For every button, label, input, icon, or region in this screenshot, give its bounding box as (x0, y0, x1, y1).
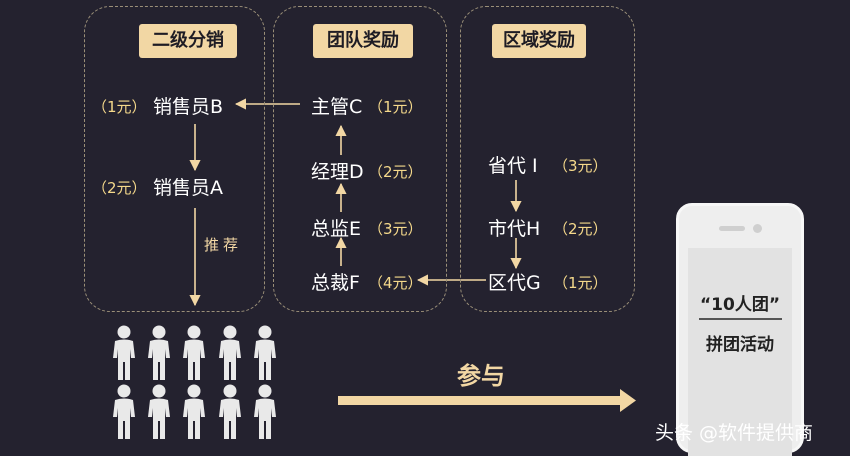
person-icon (218, 325, 242, 381)
node-city-h: 市代H (488, 218, 541, 240)
amount-h: （2元） (553, 220, 608, 238)
person-icon (218, 384, 242, 440)
panel-region-reward (460, 6, 635, 312)
node-director-e: 总监E (311, 218, 362, 240)
person-icon (253, 384, 277, 440)
node-manager-d: 经理D (311, 161, 364, 183)
amount-c: （1元） (368, 98, 423, 116)
person-icon (253, 325, 277, 381)
phone-text-divider (699, 318, 782, 320)
phone-speaker (719, 226, 745, 231)
join-arrow-shaft (338, 396, 622, 405)
phone-icon (676, 203, 804, 456)
amount-e: （3元） (368, 220, 423, 238)
node-province-i: 省代 I (488, 155, 538, 177)
person-icon (112, 325, 136, 381)
person-icon (112, 384, 136, 440)
person-icon (147, 384, 171, 440)
panel-team-reward (273, 6, 447, 312)
node-district-g: 区代G (488, 272, 541, 294)
node-salesperson-b: 销售员B (153, 96, 224, 118)
person-icon (182, 325, 206, 381)
group-size-text: “10人团” (699, 295, 780, 315)
tag-region: 区域奖励 (492, 24, 586, 58)
group-buy-text: 拼团活动 (706, 335, 774, 355)
node-ceo-f: 总裁F (311, 272, 360, 294)
phone-text-layer: “10人团” 拼团活动 (676, 0, 804, 455)
phone-camera (753, 224, 762, 233)
amount-i: （3元） (553, 157, 608, 175)
amount-b: （1元） (92, 98, 147, 116)
watermark: 头条 @软件提供商 (655, 422, 814, 444)
tag-team: 团队奖励 (313, 24, 413, 58)
amount-g: （1元） (553, 274, 608, 292)
join-label: 参与 (457, 362, 505, 390)
panel-two-level-distribution (84, 6, 265, 312)
amount-f: （4元） (368, 274, 423, 292)
phone-screen (688, 248, 792, 456)
person-icon (182, 384, 206, 440)
tag-two-level: 二级分销 (139, 24, 237, 58)
node-supervisor-c: 主管C (311, 96, 363, 118)
node-salesperson-a: 销售员A (153, 177, 223, 199)
amount-a: （2元） (92, 179, 147, 197)
recommend-label: 推荐 (204, 236, 243, 254)
amount-d: （2元） (368, 163, 423, 181)
person-icon (147, 325, 171, 381)
join-arrow-head (620, 389, 636, 412)
